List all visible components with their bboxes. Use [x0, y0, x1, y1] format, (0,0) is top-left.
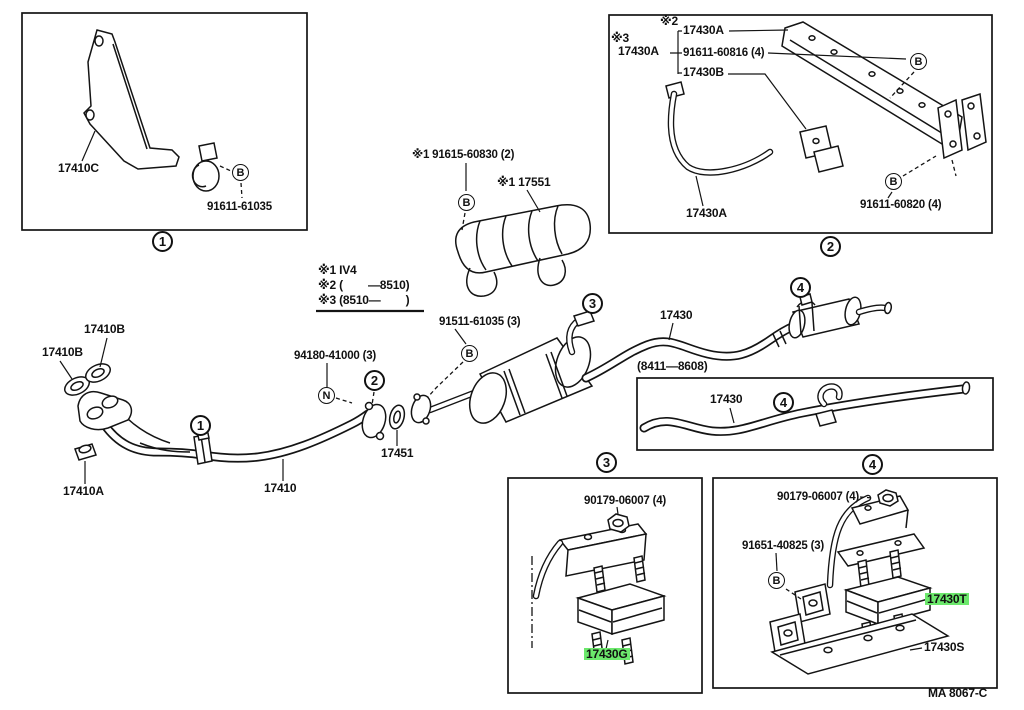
part-label-17410c: 17410C	[58, 161, 99, 175]
callout-3-muffler: 3	[582, 293, 603, 314]
part-label-17430g-highlighted: 17430G	[584, 647, 630, 661]
part-label-91611-60820: 91611-60820 (4)	[860, 199, 942, 211]
part-label-91611-60816: 91611-60816 (4)	[683, 47, 765, 59]
part-label-17430s: 17430S	[924, 640, 965, 654]
box1-bracket-drawing	[21, 12, 308, 231]
part-label-17410b-bottom: 17410B	[42, 345, 83, 359]
part-label-17451: 17451	[381, 446, 414, 460]
date-range-label: (8411—8608)	[637, 359, 708, 373]
part-label-91511-61035: 91511-61035 (3)	[439, 316, 521, 328]
resonator-drawing	[788, 293, 893, 339]
part-label-17430a-top: 17430A	[683, 23, 724, 37]
part-label-17430b: 17430B	[683, 65, 724, 79]
part-label-90179-06007-rear: 90179-06007 (4)	[777, 491, 860, 503]
callout-4: 4	[862, 454, 883, 475]
legend-line-3: ※3 (8510— )	[318, 293, 410, 307]
legend-line-2: ※2 ( —8510)	[318, 278, 410, 292]
bolt-marker-b: B	[768, 572, 785, 589]
part-label-17430a-bottom: 17430A	[686, 206, 727, 220]
note-ref-3: ※3	[611, 31, 629, 45]
part-label-91651-40825: 91651-40825 (3)	[742, 540, 825, 552]
callout-1: 1	[152, 231, 173, 252]
front-pipe-drawing	[59, 337, 406, 484]
inset-early-tailpipe-drawing	[636, 377, 994, 451]
muffler-drawing	[410, 310, 799, 425]
callout-1-clamp: 1	[190, 415, 211, 436]
part-label-91615-60830: ※1 91615-60830 (2)	[412, 149, 515, 161]
part-label-91611-61035: 91611-61035	[207, 201, 272, 213]
part-label-17430t-highlighted: 17430T	[925, 592, 969, 606]
bolt-marker-b: B	[458, 194, 475, 211]
part-label-17551: ※1 17551	[497, 175, 551, 189]
legend-line-1: ※1 IV4	[318, 263, 357, 277]
box3-support-drawing	[507, 477, 703, 694]
bolt-marker-b: B	[232, 164, 249, 181]
part-label-94180-41000: 94180-41000 (3)	[294, 350, 377, 362]
box4-support-drawing	[712, 477, 998, 689]
callout-2-flange: 2	[364, 370, 385, 391]
part-label-17410a: 17410A	[63, 484, 104, 498]
callout-4-inset: 4	[773, 392, 794, 413]
bolt-marker-b: B	[885, 173, 902, 190]
part-label-17410b-top: 17410B	[84, 322, 125, 336]
part-label-17430a-left: 17430A	[618, 44, 659, 58]
heat-shield-drawing	[454, 163, 592, 297]
part-label-90179-06007-front: 90179-06007 (4)	[584, 495, 667, 507]
callout-4-clamp: 4	[790, 277, 811, 298]
nut-marker-n: N	[318, 387, 335, 404]
callout-2: 2	[820, 236, 841, 257]
doc-code: MA 8067-C	[928, 686, 988, 700]
part-label-17430-inset: 17430	[710, 392, 743, 406]
part-label-17410: 17410	[264, 481, 297, 495]
note-ref-2: ※2	[660, 14, 678, 28]
callout-3: 3	[596, 452, 617, 473]
bolt-marker-b: B	[461, 345, 478, 362]
part-label-17430-tail: 17430	[660, 308, 693, 322]
box2-hanger-assembly-drawing	[608, 14, 993, 234]
bolt-marker-b: B	[910, 53, 927, 70]
